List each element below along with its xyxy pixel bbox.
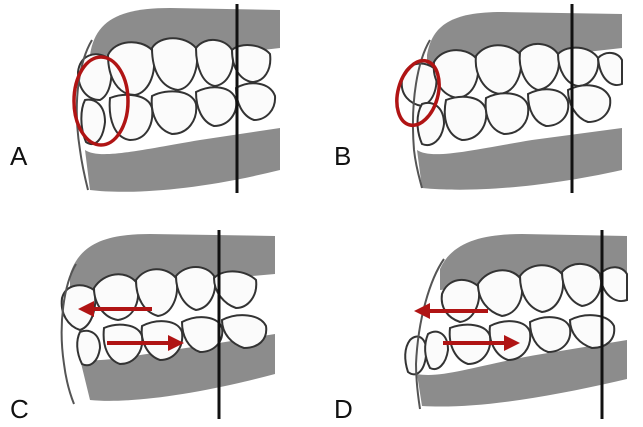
teeth-illustration bbox=[0, 214, 321, 427]
lower-gum bbox=[417, 128, 622, 190]
teeth-illustration bbox=[322, 0, 643, 213]
teeth-illustration bbox=[0, 0, 321, 213]
panel-label: B bbox=[334, 143, 351, 169]
panel-c: C bbox=[0, 214, 321, 427]
panel-label: C bbox=[10, 396, 29, 422]
panel-d: D bbox=[322, 214, 643, 427]
teeth-illustration bbox=[322, 214, 643, 427]
panel-a: A bbox=[0, 0, 321, 213]
panel-b: B bbox=[322, 0, 643, 213]
panel-label: D bbox=[334, 396, 353, 422]
panel-label: A bbox=[10, 143, 27, 169]
